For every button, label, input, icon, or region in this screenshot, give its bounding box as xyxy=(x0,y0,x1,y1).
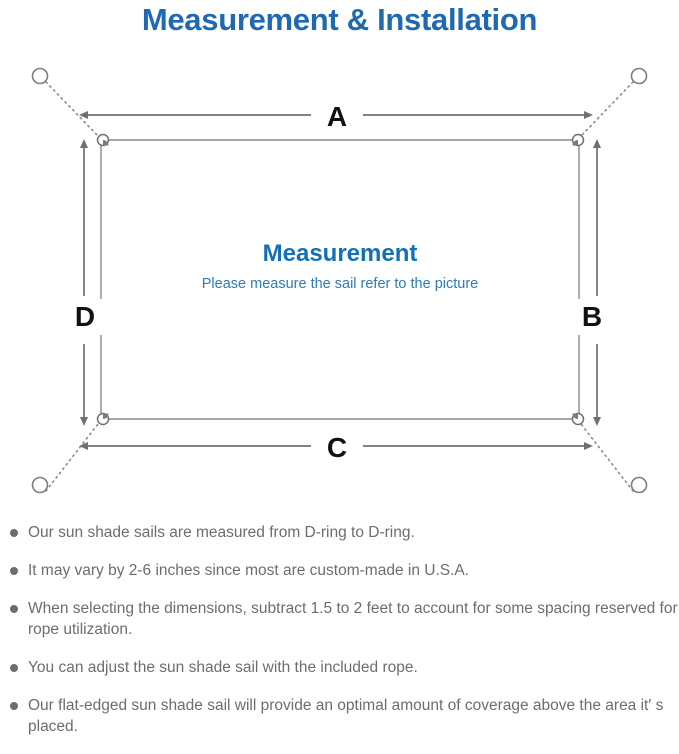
rope-top-right xyxy=(580,81,634,137)
dimension-label-b: B xyxy=(575,299,609,335)
sail-title: Measurement xyxy=(262,240,418,267)
dimension-label-c: C xyxy=(313,431,361,465)
bullet-icon xyxy=(10,605,18,613)
d-ring-br-shade xyxy=(572,413,578,420)
dimension-arrows xyxy=(79,111,601,450)
d-ring-bl-shade xyxy=(103,413,109,420)
rope-bottom-right xyxy=(580,423,634,492)
sail-rectangle xyxy=(100,139,580,420)
anchor-top-left-icon xyxy=(31,67,49,85)
anchor-bottom-left-icon xyxy=(31,476,49,494)
rope-lines xyxy=(45,81,634,492)
rope-bottom-left xyxy=(45,423,99,492)
bullet-icon xyxy=(10,529,18,537)
measurement-diagram: Measurement Please measure the sail refe… xyxy=(0,44,679,520)
anchor-top-right-icon xyxy=(630,67,648,85)
anchor-bottom-right-icon xyxy=(630,476,648,494)
d-ring-tr-shade xyxy=(572,140,578,146)
bullet-icon xyxy=(10,567,18,575)
sail-subtitle: Please measure the sail refer to the pic… xyxy=(201,276,479,292)
note-item: You can adjust the sun shade sail with t… xyxy=(0,657,679,678)
bullet-icon xyxy=(10,664,18,672)
note-item: Our flat-edged sun shade sail will provi… xyxy=(0,695,679,737)
diagram-svg xyxy=(31,67,648,494)
bullet-icon xyxy=(10,702,18,710)
anchor-points xyxy=(31,67,648,494)
notes-list: Our sun shade sails are measured from D-… xyxy=(0,522,679,754)
note-item: It may vary by 2-6 inches since most are… xyxy=(0,560,679,581)
note-text: You can adjust the sun shade sail with t… xyxy=(28,659,418,676)
dimension-label-a: A xyxy=(313,100,361,134)
note-text: It may vary by 2-6 inches since most are… xyxy=(28,562,470,579)
note-text: When selecting the dimensions, subtract … xyxy=(28,600,678,638)
note-text: Our sun shade sails are measured from D-… xyxy=(28,524,415,541)
d-ring-shading xyxy=(103,140,578,420)
d-ring-tl-shade xyxy=(103,140,109,146)
dimension-label-d: D xyxy=(68,299,102,335)
note-item: Our sun shade sails are measured from D-… xyxy=(0,522,679,543)
page-title: Measurement & Installation xyxy=(141,2,538,37)
note-item: When selecting the dimensions, subtract … xyxy=(0,598,679,640)
rope-top-left xyxy=(45,81,99,137)
note-text: Our flat-edged sun shade sail will provi… xyxy=(28,697,664,735)
